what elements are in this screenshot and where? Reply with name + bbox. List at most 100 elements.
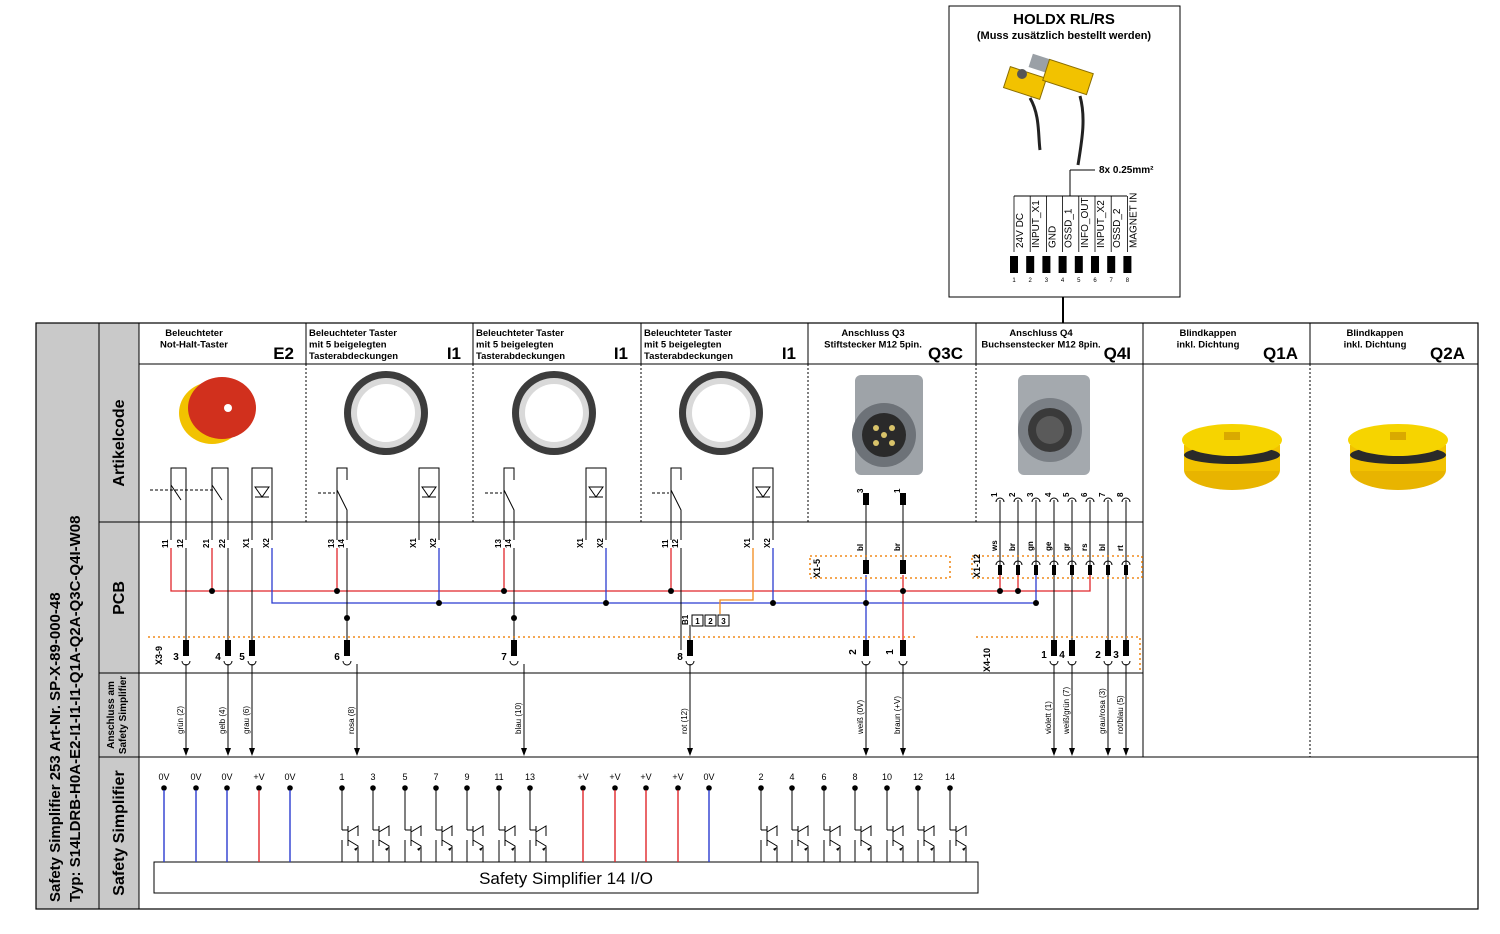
b1-pin-label: 2 <box>708 617 713 626</box>
transistor-symbol <box>949 825 967 862</box>
terminal-dot <box>527 785 533 791</box>
b1-pin-box <box>717 614 730 627</box>
terminal-dot <box>370 785 376 791</box>
wire-arrowhead <box>900 748 906 756</box>
m12-8pin-image <box>1018 375 1090 475</box>
wire-color-label: rot/blau (5) <box>1116 695 1125 734</box>
q4-pin-color: ge <box>1044 541 1053 551</box>
transistor-arrow <box>385 847 389 851</box>
column-desc: Beleuchteter <box>165 328 223 339</box>
q4-pin-number: 5 <box>1062 492 1071 497</box>
q4-pin-number: 6 <box>1080 492 1089 497</box>
column-code: Q1A <box>1263 344 1298 363</box>
q4-pin-color: gn <box>1026 541 1035 551</box>
connector-pin <box>1105 640 1111 656</box>
transistor-arrow <box>448 847 452 851</box>
socket-symbol <box>1085 560 1095 566</box>
connector-pin <box>1123 640 1129 656</box>
terminal-dot <box>464 785 470 791</box>
terminal-dot <box>947 785 953 791</box>
simplifier-module: Safety Simplifier 14 I/O <box>153 861 979 894</box>
terminal-label: X2 <box>596 538 605 548</box>
socket-symbol <box>1103 497 1113 503</box>
column-desc: Tasterabdeckungen <box>644 351 733 362</box>
column-desc: Anschluss Q4 <box>1009 328 1073 339</box>
socket-symbol <box>1121 560 1131 566</box>
column-desc: inkl. Dichtung <box>1177 340 1240 351</box>
holdx-pin-label: OSSD_1 <box>1064 208 1075 248</box>
terminal-label: 11 <box>661 539 670 548</box>
holdx-pin-label: INPUT_X1 <box>1031 200 1042 248</box>
column-desc: Buchsenstecker M12 8pin. <box>981 340 1100 351</box>
q4-pin-color: rs <box>1080 543 1089 551</box>
b1-pin-box <box>704 614 717 627</box>
transistor-arrow <box>773 847 777 851</box>
supply-terminal-label: 0V <box>703 772 714 782</box>
holdx-pin-number: 1 <box>1012 278 1016 284</box>
q3-lower-pin: 2 <box>848 649 859 655</box>
row-label-artikelcode: Artikelcode <box>111 399 128 486</box>
transistor-arrow <box>930 847 934 851</box>
io-terminal-label: 14 <box>945 772 955 782</box>
row-label-anschluss-2: Safety Simplifier <box>118 676 129 754</box>
terminal-label: 11 <box>161 539 170 548</box>
connector-pin <box>225 640 231 656</box>
terminal-dot <box>161 785 167 791</box>
transistor-arrow <box>511 847 515 851</box>
column-code: I1 <box>447 344 461 363</box>
holdx-pin-block <box>1123 256 1132 273</box>
transistor-arrow <box>479 847 483 851</box>
x3-pin-number: 7 <box>501 652 507 663</box>
connector-pin <box>900 560 906 574</box>
column-desc: Tasterabdeckungen <box>309 351 398 362</box>
connector-pin <box>1034 565 1038 575</box>
q4-pin-number: 1 <box>990 492 999 497</box>
holdx-pin-block <box>1107 256 1116 273</box>
q4-pin-color: bl <box>1098 544 1107 551</box>
transistor-arrow <box>962 847 966 851</box>
holdx-sensor-image <box>1002 53 1094 166</box>
holdx-cable-label: 8x 0.25mm² <box>1099 165 1154 176</box>
terminal-dot <box>224 785 230 791</box>
q3-pin-color: br <box>893 543 902 551</box>
blind-cap-image-1 <box>1182 424 1282 490</box>
holdx-pin-label: INPUT_X2 <box>1096 200 1107 248</box>
sidebar-line2: Typ: S14LDRB-H0A-E2-I1-I1-I1-Q1A-Q2A-Q3C… <box>67 516 84 902</box>
socket-symbol <box>1031 497 1041 503</box>
holdx-pin-block <box>1010 256 1018 273</box>
terminal-dot <box>433 785 439 791</box>
supply-terminal-label: +V <box>640 772 651 782</box>
holdx-subtitle: (Muss zusätzlich bestellt werden) <box>977 30 1152 42</box>
connector-pin <box>863 493 869 505</box>
terminal-label: X1 <box>576 538 585 548</box>
transistor-symbol <box>529 825 547 862</box>
supply-terminal-label: 0V <box>190 772 201 782</box>
q4-pin-number: 3 <box>1026 492 1035 497</box>
column-desc: Anschluss Q3 <box>841 328 904 339</box>
socket-symbol <box>1067 560 1077 566</box>
x3-pin-number: 3 <box>173 652 179 663</box>
q4-pin-color: br <box>1008 543 1017 551</box>
holdx-pin-block <box>1058 256 1067 273</box>
holdx-pin-block <box>1026 256 1035 273</box>
button-image-1 <box>344 371 428 455</box>
supply-terminal-label: +V <box>577 772 588 782</box>
terminal-dot <box>706 785 712 791</box>
column-code: I1 <box>782 344 796 363</box>
terminal-label: 14 <box>504 539 513 548</box>
terminal-dot <box>402 785 408 791</box>
button-image-3 <box>679 371 763 455</box>
q4-pin-color: ws <box>990 540 999 552</box>
transistor-arrow <box>836 847 840 851</box>
terminal-label: 14 <box>337 539 346 548</box>
holdx-title: HOLDX RL/RS <box>1013 11 1115 28</box>
column-desc: Beleuchteter Taster <box>309 328 397 339</box>
wire-color-label: blau (10) <box>514 702 523 734</box>
q3-lower-pin: 1 <box>885 649 896 655</box>
transistor-arrow <box>867 847 871 851</box>
wire-color-label: grau (6) <box>242 706 251 734</box>
q4-pin-color: rt <box>1116 545 1125 551</box>
wire-arrowhead <box>183 748 189 756</box>
holdx-pin-label: 24V DC <box>1015 213 1026 248</box>
